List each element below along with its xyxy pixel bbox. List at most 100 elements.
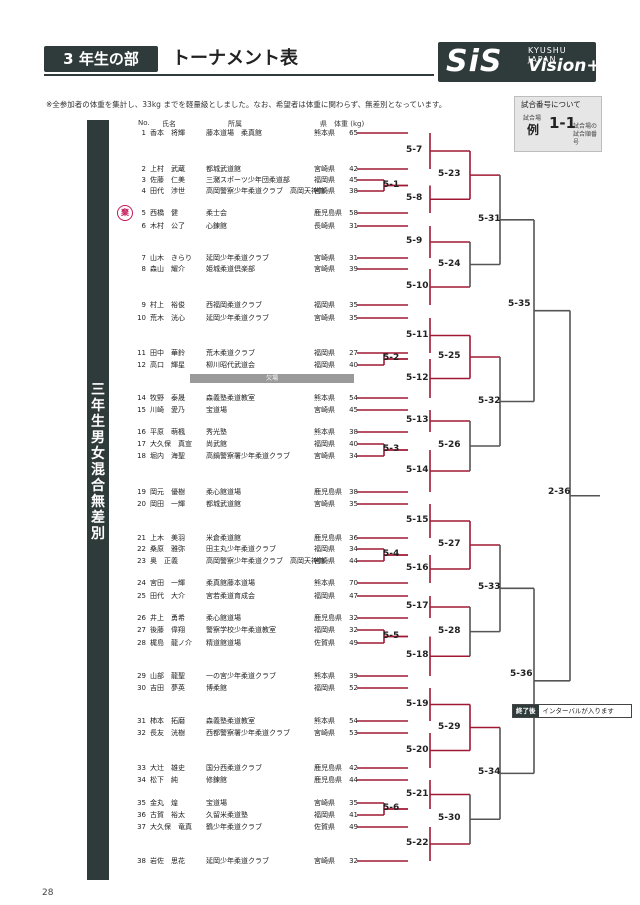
entrant-weight: 35 (349, 314, 358, 322)
match-label-m12: 5-12 (406, 372, 429, 383)
entrant-no: 5 (141, 209, 146, 217)
match-label-m16: 5-16 (406, 563, 429, 573)
entrant-no: 4 (141, 187, 146, 195)
entrant-affiliation: 秀光塾 (206, 428, 227, 436)
entrant-name: 山木 きらり (150, 254, 192, 262)
entrant-affiliation: 柔士会 (206, 209, 227, 217)
entrant-name: 吉田 夢英 (150, 684, 185, 692)
entrant-pref: 鹿児島県 (314, 534, 342, 542)
logo-sis-text: SiS (446, 44, 503, 79)
entrant-affiliation: 柳川昭代武道会 (206, 361, 255, 369)
entrant-no: 23 (137, 557, 146, 565)
entrant-weight: 40 (349, 361, 358, 369)
entrant-affiliation: 修錬館 (206, 776, 227, 784)
sis-vision-logo: SiS KYUSHU JAPAN Vision+ (438, 42, 596, 82)
match-label-m6: 5-6 (383, 803, 400, 813)
entrant-no: 18 (137, 452, 146, 460)
entrant-pref: 宮崎県 (314, 254, 335, 262)
entrant-affiliation: 宝道場 (206, 799, 227, 807)
entrant-affiliation: 都城武道館 (206, 500, 241, 508)
entrant-pref: 佐賀県 (314, 639, 335, 647)
entrant-no: 19 (137, 488, 146, 496)
entrant-pref: 福岡県 (314, 440, 335, 448)
entrant-pref: 福岡県 (314, 811, 335, 819)
no-entry-bar: 欠場 (190, 374, 354, 383)
entrant-weight: 49 (349, 823, 358, 831)
entrant-no: 21 (137, 534, 146, 542)
entrant-pref: 鹿児島県 (314, 776, 342, 784)
entrant-no: 35 (137, 799, 146, 807)
entrant-affiliation: 尚武館 (206, 440, 227, 448)
entrant-name: 香本 将輝 (150, 129, 185, 137)
entrant-pref: 福岡県 (314, 545, 335, 553)
entrant-name: 金丸 煌 (150, 799, 178, 807)
entrant-weight: 35 (349, 500, 358, 508)
entrant-pref: 熊本県 (314, 672, 335, 680)
match-label-final: 2-36 (548, 486, 571, 497)
entrant-no: 38 (137, 857, 146, 865)
entrant-weight: 39 (349, 672, 358, 680)
match-label-m13: 5-13 (406, 415, 429, 425)
entrant-weight: 35 (349, 301, 358, 309)
entrant-weight: 42 (349, 764, 358, 772)
entrant-affiliation: 荒木柔道クラブ (206, 349, 255, 357)
entrant-weight: 35 (349, 799, 358, 807)
entrant-weight: 44 (349, 776, 358, 784)
entrant-name: 田中 華鈴 (150, 349, 185, 357)
entrant-no: 10 (137, 314, 146, 322)
entrant-affiliation: 森義塾柔道教室 (206, 394, 255, 402)
match-label-m30: 5-30 (438, 813, 461, 824)
entrant-name: 松下 純 (150, 776, 178, 784)
interval-callout: 終了後インターバルが入ります (512, 704, 632, 718)
col-header-pref: 県 (320, 120, 327, 128)
section-badge: 3 年生の部 (44, 46, 158, 72)
entrant-weight: 39 (349, 265, 358, 273)
entrant-name: 田代 大介 (150, 592, 185, 600)
page-number: 28 (42, 888, 54, 898)
entrant-pref: 鹿児島県 (314, 488, 342, 496)
entrant-no: 3 (141, 176, 146, 184)
entrant-affiliation: 柔心館道場 (206, 488, 241, 496)
entrant-name: 牧野 泰晟 (150, 394, 185, 402)
entrant-name: 堀内 海聖 (150, 452, 185, 460)
match-label-m28: 5-28 (438, 625, 461, 636)
entrant-name: 山部 龍聖 (150, 672, 185, 680)
entrant-no: 9 (141, 301, 146, 309)
entrant-pref: 熊本県 (314, 428, 335, 436)
match-label-m23: 5-23 (438, 169, 461, 180)
match-label-m18: 5-18 (406, 650, 429, 661)
entrant-no: 32 (137, 729, 146, 737)
entrant-no: 36 (137, 811, 146, 819)
match-label-m19: 5-19 (406, 698, 429, 709)
entrant-pref: 熊本県 (314, 394, 335, 402)
entrant-pref: 宮崎県 (314, 265, 335, 273)
entrant-name: 西橋 健 (150, 209, 178, 217)
entrant-name: 古賀 裕太 (150, 811, 185, 819)
entrant-weight: 38 (349, 488, 358, 496)
entrant-weight: 45 (349, 176, 358, 184)
entrant-affiliation: 姫城柔道倶楽部 (206, 265, 255, 273)
entrant-pref: 宮崎県 (314, 557, 335, 565)
entrant-no: 15 (137, 406, 146, 414)
entrant-weight: 49 (349, 639, 358, 647)
entrant-weight: 32 (349, 857, 358, 865)
entrant-no: 6 (141, 222, 146, 230)
entrant-pref: 鹿児島県 (314, 614, 342, 622)
entrant-name: 宮田 一輝 (150, 579, 185, 587)
entrant-affiliation: 高岡警察少年柔道クラブ 高岡天神館 (206, 187, 325, 195)
entrant-weight: 38 (349, 187, 358, 195)
match-label-m35: 5-35 (508, 298, 531, 309)
entrant-pref: 福岡県 (314, 349, 335, 357)
